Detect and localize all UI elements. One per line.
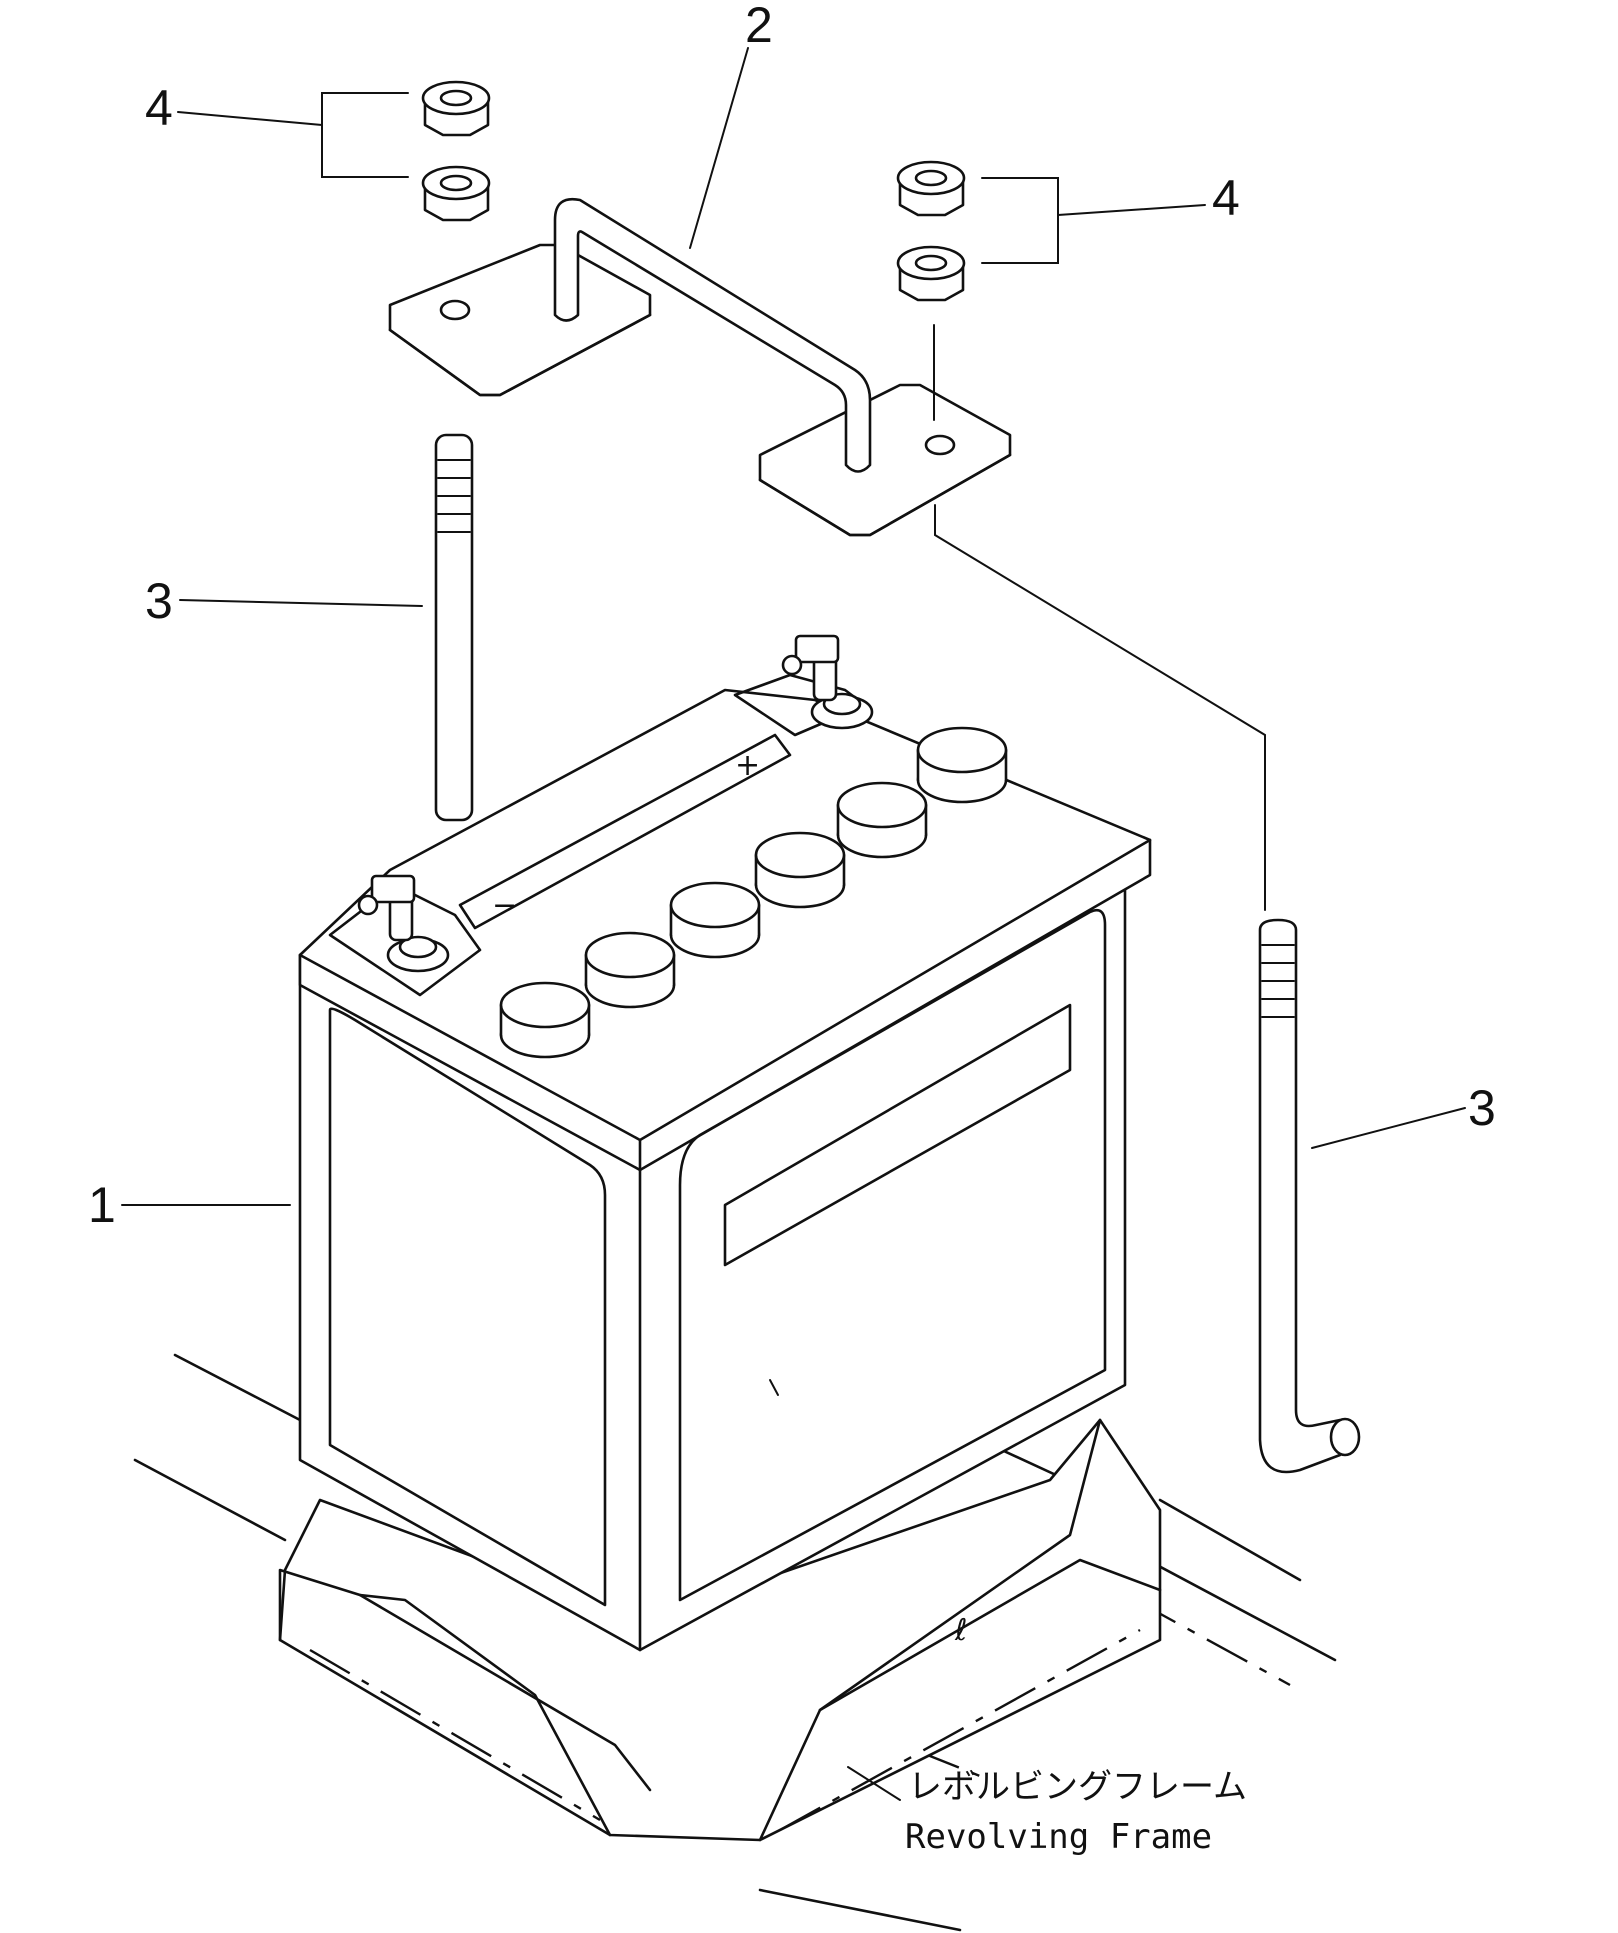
frame-label-japanese: レボルビングフレーム (908, 1767, 1247, 1807)
callout-nuts-right: 4 (1212, 170, 1240, 226)
cell-cap (754, 831, 846, 909)
battery-cell-caps (499, 726, 1008, 1059)
callout-nuts-left: 4 (145, 80, 173, 136)
hold-down-bracket (388, 197, 1012, 537)
nut (896, 245, 966, 302)
battery: + − (298, 634, 1152, 1652)
assembly-lines (933, 324, 1266, 911)
callout-bolt-left: 3 (145, 573, 173, 629)
frame-mark: ℓ (954, 1613, 967, 1648)
negative-terminal (357, 874, 450, 973)
callout-bolt-right: 3 (1468, 1080, 1496, 1136)
frame-caption: レボルビングフレーム Revolving Frame (905, 1767, 1247, 1857)
callout-bracket: 2 (745, 0, 773, 53)
cell-cap (499, 981, 591, 1059)
battery-negative-mark: − (492, 888, 517, 923)
frame-label-english: Revolving Frame (905, 1817, 1212, 1857)
nuts-left (421, 80, 491, 222)
cell-cap (836, 781, 928, 859)
nut (896, 160, 966, 217)
nuts-right (896, 160, 966, 302)
callout-labels: 1 2 3 3 4 4 (88, 0, 1496, 1233)
battery-positive-mark: + (735, 748, 760, 783)
cell-cap (669, 881, 761, 959)
cell-cap (916, 726, 1008, 804)
positive-terminal (781, 634, 874, 730)
j-bolt-left (434, 433, 474, 822)
callout-battery: 1 (88, 1177, 116, 1233)
mounting-base: ℓ (278, 1418, 1162, 1842)
nut (421, 165, 491, 222)
leader-lines (121, 47, 1466, 1801)
cell-cap (584, 931, 676, 1009)
nut (421, 80, 491, 137)
j-bolt-right (1258, 918, 1361, 1474)
